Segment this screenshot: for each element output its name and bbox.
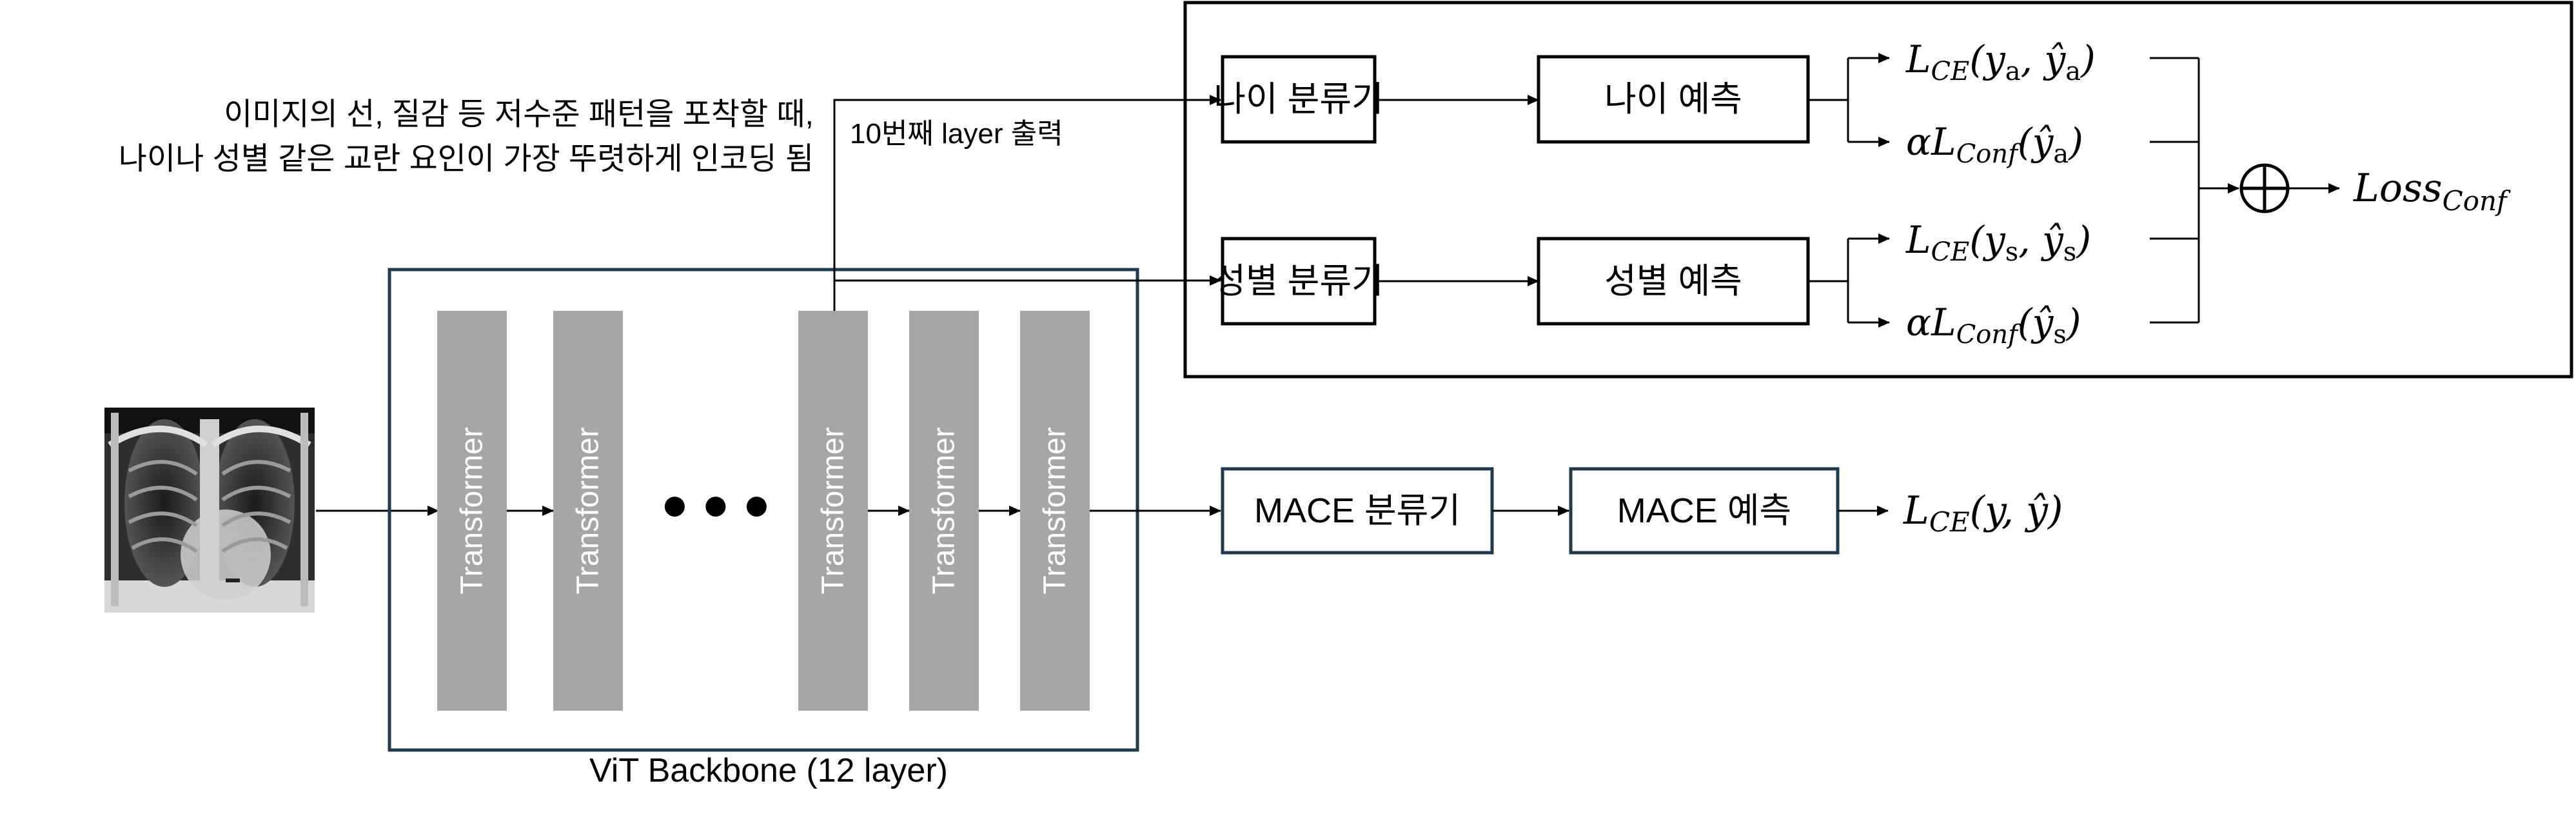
transformer-block-10: Transformer (798, 311, 868, 711)
transformer-block-label: Transformer (1038, 427, 1072, 595)
sex-classifier-box (1221, 237, 1377, 326)
loss-conf-label: LossConf (2353, 166, 2511, 217)
ellipsis: ● ● ● (661, 479, 771, 530)
transformer-block-12: Transformer (1020, 311, 1090, 711)
tap-to-age-arrow (833, 95, 1221, 311)
mace-classifier-box (1221, 467, 1494, 555)
age-ce-loss: LCE(ya, ŷa) (1905, 37, 2096, 86)
loss-combiner-bracket (2150, 57, 2200, 324)
confounder-panel (1183, 1, 2573, 379)
chest-xray-image (104, 408, 315, 613)
backbone-label: ViT Backbone (12 layer) (589, 752, 948, 789)
sex-conf-loss: αLConf(ŷs) (1906, 301, 2081, 350)
age-classifier-label: 나이 분류기 (1214, 80, 1383, 119)
age-prediction-label: 나이 예측 (1604, 80, 1742, 119)
transformer-block-label: Transformer (571, 427, 605, 595)
annotation-line-1: 이미지의 선, 질감 등 저수준 패턴을 포착할 때, (224, 97, 814, 132)
transformer-block-1: Transformer (437, 311, 507, 711)
age-classifier-box (1221, 55, 1377, 144)
mace-prediction-box (1569, 467, 1840, 555)
transformer-block-label: Transformer (455, 427, 489, 595)
sex-classifier-label: 성별 분류기 (1214, 262, 1383, 301)
sum-operator-icon (2239, 163, 2290, 213)
transformer-block-label: Transformer (927, 427, 961, 595)
sex-ce-loss: LCE(ys, ŷs) (1905, 218, 2091, 267)
mace-ce-loss: LCE(y, ŷ) (1903, 488, 2063, 538)
mace-classifier-label: MACE 분류기 (1254, 491, 1460, 530)
layer-tap-label: 10번째 layer 출력 (850, 118, 1063, 150)
age-conf-loss: αLConf(ŷa) (1906, 120, 2083, 169)
transformer-block-11: Transformer (909, 311, 979, 711)
transformer-block-label: Transformer (816, 427, 850, 595)
sex-prediction-label: 성별 예측 (1604, 262, 1742, 301)
mace-prediction-label: MACE 예측 (1617, 491, 1791, 530)
transformer-block-2: Transformer (553, 311, 623, 711)
annotation-line-2: 나이나 성별 같은 교란 요인이 가장 뚜렷하게 인코딩 됨 (119, 142, 814, 176)
